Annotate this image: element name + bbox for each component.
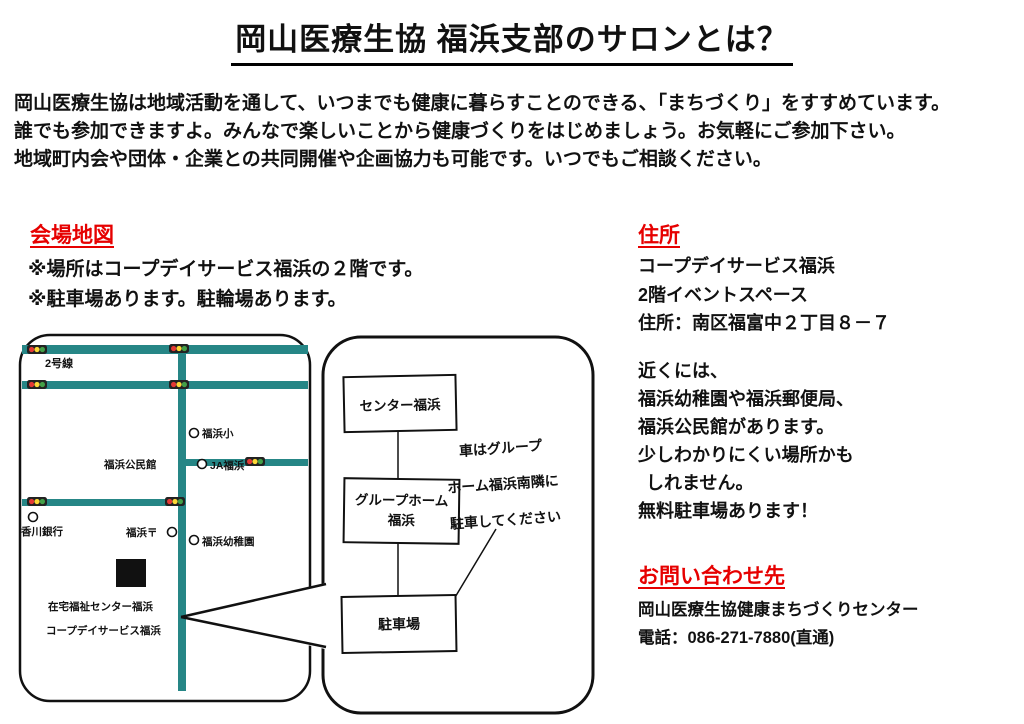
callout-box-grouphome-line2: 福浜 <box>387 512 415 529</box>
map-outline <box>18 333 312 703</box>
map-label-ja: JA福浜 <box>210 460 245 472</box>
map-label-elementary: 福浜小 <box>202 428 234 440</box>
map-label-zaitaku-center: 在宅福祉センター福浜 <box>48 601 153 613</box>
address-heading: 住所 <box>638 224 680 247</box>
map-label-community-center: 福浜公民館 <box>104 459 157 471</box>
road-second-horizontal <box>22 381 308 389</box>
callout-box-parking: 駐車場 <box>340 593 458 655</box>
connector-parking-note <box>453 528 497 600</box>
contact-heading: お問い合わせ先 <box>638 565 785 588</box>
intro-line-1: 岡山医療生協は地域活動を通して、いつまでも健康に暮らすことのできる、「まちづくり… <box>14 93 951 114</box>
speech-bubble-tail-edge <box>180 582 327 619</box>
nearby-line-5: しれません。 <box>646 473 754 493</box>
venue-building-square <box>116 559 146 587</box>
map-label-coop-day-service: コープデイサービス福浜 <box>46 625 161 637</box>
landmark-marker-post-office <box>166 526 178 538</box>
nearby-block: 近くには、 福浜幼稚園や福浜郵便局、 福浜公民館があります。 少しわかりにくい場… <box>638 357 854 525</box>
nearby-line-2: 福浜幼稚園や福浜郵便局、 <box>638 389 854 409</box>
traffic-light-icon <box>27 345 47 354</box>
speech-bubble-tail <box>181 583 325 649</box>
traffic-light-icon <box>27 380 47 389</box>
landmark-marker-ja <box>196 458 208 470</box>
road-route2 <box>22 345 308 354</box>
landmark-marker-elementary <box>188 427 200 439</box>
road-east-stub <box>178 459 308 466</box>
road-west-horizontal <box>22 499 186 506</box>
nearby-line-1: 近くには、 <box>638 361 728 381</box>
map-label-route2: 2号線 <box>45 358 74 370</box>
contact-line-2: 電話：086-271-7880(直通) <box>638 629 835 647</box>
traffic-light-icon <box>245 457 265 466</box>
intro-line-2: 誰でも参加できますよ。みんなで楽しいことから健康づくりをはじめましょう。お気軽に… <box>14 121 906 142</box>
page-title: 岡山医療生協 福浜支部のサロンとは？ <box>231 14 793 66</box>
nearby-line-3: 福浜公民館があります。 <box>638 417 835 437</box>
nearby-line-6: 無料駐車場あります！ <box>638 501 818 521</box>
address-line-3: 住所：南区福富中２丁目８－７ <box>638 313 890 333</box>
title-container: 岡山医療生協 福浜支部のサロンとは？ <box>0 14 1024 66</box>
venue-note-1: ※場所はコープデイサービス福浜の２階です。 <box>28 259 424 280</box>
contact-block: 岡山医療生協健康まちづくりセンター 電話：086-271-7880(直通) <box>638 596 919 652</box>
landmark-marker-bank <box>27 511 39 523</box>
contact-line-1: 岡山医療生協健康まちづくりセンター <box>638 601 919 619</box>
traffic-light-icon <box>169 344 189 353</box>
speech-bubble-tail-edge <box>180 615 327 649</box>
callout-box-center-label: センター福浜 <box>359 396 441 414</box>
address-line-1: コープデイサービス福浜 <box>638 256 835 276</box>
callout-box-parking-label: 駐車場 <box>377 615 421 633</box>
road-vertical-main <box>178 345 186 691</box>
venue-map-heading: 会場地図 <box>30 224 114 247</box>
traffic-light-icon <box>165 497 185 506</box>
traffic-light-icon <box>27 497 47 506</box>
landmark-marker-kindergarten <box>188 534 200 546</box>
intro-line-3: 地域町内会や団体・企業との共同開催や企画協力も可能です。いつでもご相談ください。 <box>14 149 772 170</box>
traffic-light-icon <box>169 380 189 389</box>
venue-note-2: ※駐車場あります。駐輪場あります。 <box>28 289 347 310</box>
map-label-kindergarten: 福浜幼稚園 <box>202 536 255 548</box>
map-label-post-office: 福浜〒 <box>126 527 158 539</box>
address-block: コープデイサービス福浜 2階イベントスペース 住所：南区福富中２丁目８－７ <box>638 252 890 338</box>
intro-paragraph: 岡山医療生協は地域活動を通して、いつまでも健康に暮らすことのできる、「まちづくり… <box>14 90 950 174</box>
map-label-bank: 香川銀行 <box>21 526 63 538</box>
address-line-2: 2階イベントスペース <box>638 284 808 305</box>
callout-box-center-fukuhama: センター福浜 <box>342 373 458 434</box>
callout-parking-note: 車はグループ ホーム福浜南隣に 駐車してください <box>424 425 581 543</box>
nearby-line-4: 少しわかりにくい場所かも <box>638 445 854 465</box>
map-figure: 2号線 福浜小 福浜公民館 JA福浜 香川銀行 福浜〒 福浜幼稚園 在宅福祉セン… <box>18 333 600 721</box>
